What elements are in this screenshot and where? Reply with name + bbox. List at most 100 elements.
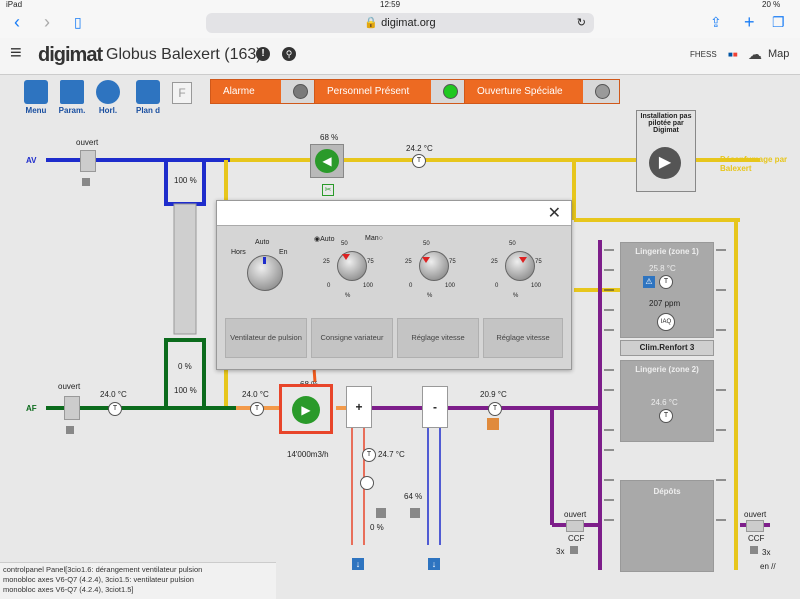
play-icon[interactable]: ▶	[649, 147, 681, 179]
damper-af-status-icon	[66, 426, 74, 434]
valve-heater-status-icon	[376, 508, 386, 518]
new-tab-icon[interactable]: +	[744, 12, 755, 32]
nav-param-button[interactable]: Param.	[54, 80, 90, 115]
damper-af-state: ouvert	[58, 382, 81, 391]
nav-horl-button[interactable]: Horl.	[90, 80, 126, 115]
page-title: Globus Balexert (163)	[106, 46, 262, 63]
damper-av-icon[interactable]	[80, 150, 96, 172]
nav-param-label: Param.	[58, 106, 86, 115]
supply-alarm-icon	[487, 418, 499, 430]
zone-2-sensor-icon[interactable]: T	[659, 409, 673, 423]
lock-icon: 🔒	[364, 17, 379, 29]
ccf-right-icon[interactable]	[746, 520, 764, 532]
af-label: AF	[26, 404, 37, 413]
forward-icon[interactable]: ›	[44, 12, 50, 32]
ouverture-label: Ouverture Spéciale	[477, 86, 563, 97]
pump-heater-icon[interactable]	[360, 476, 374, 490]
damper-af-icon[interactable]	[64, 396, 80, 420]
mode-auto-radio[interactable]: ◉Auto	[314, 236, 335, 243]
map-link[interactable]: Map	[768, 48, 790, 60]
knob2-scale-50: 50	[341, 241, 348, 247]
knob2-unit: %	[345, 293, 351, 299]
knob4-dial[interactable]	[505, 251, 535, 281]
ccf-right-state: ouvert	[744, 510, 767, 519]
knob-vitesse-1[interactable]: 50 25 75 0 100 %	[395, 241, 457, 305]
valve-cooler-status-icon	[410, 508, 420, 518]
zone-1-sensor-icon[interactable]: T	[659, 275, 673, 289]
hamburger-menu-icon[interactable]: ≡	[10, 42, 22, 64]
heater-coil[interactable]: +	[346, 386, 372, 428]
sensor-af-in-icon[interactable]: T	[108, 402, 122, 416]
cooler-coil[interactable]: -	[422, 386, 448, 428]
share-icon[interactable]: ⇪	[710, 14, 722, 30]
en-parallel-label: en //	[760, 562, 776, 571]
back-icon[interactable]: ‹	[14, 12, 20, 32]
fan-main-icon[interactable]: ▶	[292, 396, 320, 424]
home-icon	[24, 80, 48, 104]
btn-reglage-vitesse-1[interactable]: Réglage vitesse	[397, 318, 479, 358]
knob2-scale-25: 25	[323, 259, 330, 265]
knob-vitesse-2[interactable]: 50 25 75 0 100 %	[481, 241, 543, 305]
f-icon[interactable]: F	[172, 82, 192, 104]
zone-depots[interactable]: Dépôts	[620, 480, 714, 572]
nav-plan-button[interactable]: Plan d	[130, 80, 166, 115]
knob3-scale-75: 75	[449, 259, 456, 265]
search-icon[interactable]: ⚲	[282, 47, 296, 61]
sensor-heater-water-icon[interactable]: T	[362, 448, 376, 462]
ios-status-bar: iPad 12:59 20 %	[0, 0, 800, 10]
nav-horl-label: Horl.	[98, 106, 118, 115]
alarm-label: Alarme	[223, 86, 255, 97]
sensor-af-mid-icon[interactable]: T	[250, 402, 264, 416]
zone-arrows	[604, 249, 726, 521]
zone-lingerie-1[interactable]: Lingerie (zone 1) 25.8 °C ⚠ T 207 ppm IA…	[620, 242, 714, 338]
knob2-scale-0: 0	[327, 283, 331, 289]
zone-1-ppm: 207 ppm	[649, 299, 681, 308]
btn-reglage-vitesse-2[interactable]: Réglage vitesse	[483, 318, 563, 358]
user-label[interactable]: FHESS	[690, 50, 717, 59]
cloud-icon: ☁	[748, 46, 762, 62]
personnel-lamp-bg	[431, 80, 467, 103]
fan-top-icon[interactable]: ◀	[310, 144, 344, 178]
mode-man-radio[interactable]: Man○	[365, 235, 383, 242]
tabs-icon[interactable]: ❐	[772, 14, 785, 30]
ccf-right-count: 3x	[762, 548, 771, 557]
nav-plan-label: Plan d	[135, 106, 160, 115]
btn-consigne-variateur[interactable]: Consigne variateur	[311, 318, 393, 358]
filter-pct: 0 %	[178, 362, 192, 371]
knob-mode[interactable]	[247, 255, 283, 291]
cooler-drain-icon: ↓	[428, 558, 440, 570]
heater-drain-icon: ↓	[352, 558, 364, 570]
bookmarks-icon[interactable]: ▯	[74, 14, 82, 30]
zone-clim-renfort[interactable]: Clim.Renfort 3	[620, 340, 714, 356]
btn-ventilateur-pulsion[interactable]: Ventilateur de pulsion	[225, 318, 307, 358]
ccf-left-icon[interactable]	[566, 520, 584, 532]
zone-2-title: Lingerie (zone 2)	[635, 365, 699, 374]
ouverture-lamp-icon	[595, 84, 610, 99]
fan-main-highlight[interactable]: ▶	[279, 384, 333, 434]
zone-lingerie-2[interactable]: Lingerie (zone 2) 24.6 °C T	[620, 360, 714, 442]
alert-icon[interactable]: !	[256, 47, 270, 61]
device-label: iPad	[6, 0, 23, 9]
personnel-indicator[interactable]: Personnel Présent	[314, 79, 468, 104]
folder-icon	[60, 80, 84, 104]
personnel-lamp-icon	[443, 84, 458, 99]
temp-heater-water: 24.7 °C	[378, 450, 405, 459]
knob2-pointer-icon	[342, 254, 350, 260]
url-text: digimat.org	[381, 17, 436, 29]
address-bar[interactable]: 🔒 digimat.org ↻	[206, 13, 594, 33]
zone-1-iaq-icon[interactable]: IAQ	[657, 313, 675, 331]
knob1-en: En	[279, 249, 288, 256]
flag-fr-icon[interactable]: ■■	[728, 50, 738, 59]
installation-text: Installation pas pilotée par Digimat	[640, 113, 692, 134]
knob4-scale-100: 100	[531, 283, 542, 289]
sensor-supply-icon[interactable]: T	[488, 402, 502, 416]
knob3-dial[interactable]	[419, 251, 449, 281]
reload-icon[interactable]: ↻	[576, 17, 586, 29]
alarm-indicator[interactable]: Alarme	[210, 79, 318, 104]
nav-menu-button[interactable]: Menu	[18, 80, 54, 115]
knob4-scale-0: 0	[495, 283, 499, 289]
ouverture-indicator[interactable]: Ouverture Spéciale	[464, 79, 620, 104]
knob-consigne[interactable]: 50 25 75 0 100 %	[313, 241, 375, 305]
sensor-top-icon[interactable]: T	[412, 154, 426, 168]
close-icon[interactable]: ✕	[547, 205, 561, 222]
